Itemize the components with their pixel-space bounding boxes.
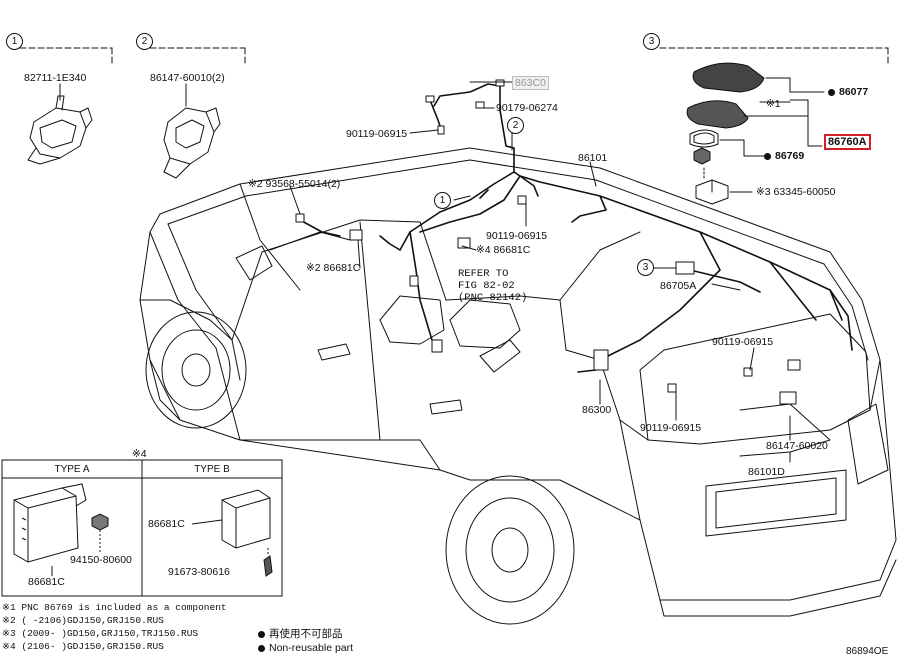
- part-label-86681C-left[interactable]: ※2 86681C: [306, 262, 361, 274]
- connector-82711-drawing: [27, 83, 93, 165]
- refer-to-note[interactable]: REFER TO FIG 82-02 (PNC 82142): [458, 268, 528, 304]
- legend-en-text: Non-reusable part: [269, 642, 354, 654]
- part-label-90119-d[interactable]: 90119-06915: [640, 422, 702, 434]
- gasket-drawing: [689, 129, 719, 148]
- part-label-86300[interactable]: 86300: [582, 404, 612, 416]
- part-label-86769[interactable]: 86769: [764, 150, 804, 162]
- part-number-86769: 86769: [775, 150, 805, 162]
- callout-marker-3: 3: [637, 259, 654, 276]
- inset-type-b-title: TYPE B: [194, 464, 230, 475]
- part-label-86101D[interactable]: 86101D: [748, 466, 785, 478]
- part-label-93568[interactable]: ※2 93568-55014(2): [248, 178, 341, 190]
- part-label-86147-top[interactable]: 86147-60010(2): [150, 72, 225, 84]
- footnote-3: ※3 (2009- )GD150,GRJ150,TRJ150.RUS: [2, 628, 199, 639]
- part-label-90119-c[interactable]: 90119-06915: [712, 336, 774, 348]
- legend-jp-text: 再使用不可部品: [269, 628, 343, 640]
- part-label-86760A[interactable]: 86760A: [824, 134, 871, 150]
- part-label-86147-bot[interactable]: 86147-60020: [766, 440, 828, 452]
- figure-id: 86894OE: [846, 646, 889, 657]
- part-label-90179[interactable]: 90179-06274: [496, 102, 558, 114]
- legend-nonreusable-jp: 再使用不可部品: [258, 628, 343, 640]
- part-label-63345[interactable]: ※3 63345-60050: [756, 186, 836, 198]
- antenna-cover-86077-drawing: [692, 62, 765, 93]
- section-frame-1: [19, 47, 113, 67]
- inset-a-part-main[interactable]: 86681C: [28, 576, 65, 588]
- part-label-90119-b[interactable]: 90119-06915: [486, 230, 548, 242]
- inset-box: [1, 459, 283, 597]
- inset-b-part-main[interactable]: 86681C: [148, 518, 185, 530]
- non-reusable-dot-icon: [764, 152, 771, 160]
- part-label-82711[interactable]: 82711-1E340: [24, 72, 87, 84]
- part-label-90119-a[interactable]: 90119-06915: [346, 128, 408, 140]
- part-label-863C0[interactable]: 863C0: [512, 76, 549, 90]
- inset-type-a-title: TYPE A: [54, 464, 90, 475]
- bracket-86147-drawing: [163, 83, 221, 179]
- legend-dot-icon: [258, 630, 265, 638]
- section-frame-3: [659, 47, 889, 67]
- nut-86769-drawing: [693, 147, 711, 165]
- section-marker-3: 3: [643, 33, 660, 50]
- inset-marker: ※4: [132, 448, 147, 460]
- part-number-86077: 86077: [839, 86, 869, 98]
- vehicle-body-drawing: [139, 147, 897, 625]
- inset-b-part-bolt[interactable]: 91673-80616: [168, 566, 230, 578]
- callout-marker-1: 1: [434, 192, 451, 209]
- leaders-group-3: [719, 77, 825, 193]
- legend-dot-icon: [258, 644, 265, 652]
- footnote-1: ※1 PNC 86769 is included as a component: [2, 602, 227, 613]
- part-label-86681C-mid[interactable]: ※4 86681C: [476, 244, 531, 256]
- section-frame-2: [149, 47, 246, 67]
- x1-marker-label: ※1: [766, 98, 781, 110]
- section-marker-1: 1: [6, 33, 23, 50]
- footnote-4: ※4 (2106- )GDJ150,GRJ150.RUS: [2, 641, 164, 652]
- leaders-main: [289, 81, 831, 463]
- part-label-86101[interactable]: 86101: [578, 152, 608, 164]
- part-label-86705A[interactable]: 86705A: [660, 280, 697, 292]
- legend-nonreusable-en: Non-reusable part: [258, 642, 353, 654]
- non-reusable-dot-icon: [828, 88, 835, 96]
- part-label-86077[interactable]: 86077: [828, 86, 868, 98]
- section-marker-2: 2: [136, 33, 153, 50]
- footnote-2: ※2 ( -2106)GDJ150,GRJ150.RUS: [2, 615, 164, 626]
- callout-marker-2: 2: [507, 117, 524, 134]
- antenna-base-86760A-drawing: [686, 100, 749, 129]
- inset-a-part-nut[interactable]: 94150-80600: [70, 554, 132, 566]
- clip-63345-drawing: [695, 167, 729, 205]
